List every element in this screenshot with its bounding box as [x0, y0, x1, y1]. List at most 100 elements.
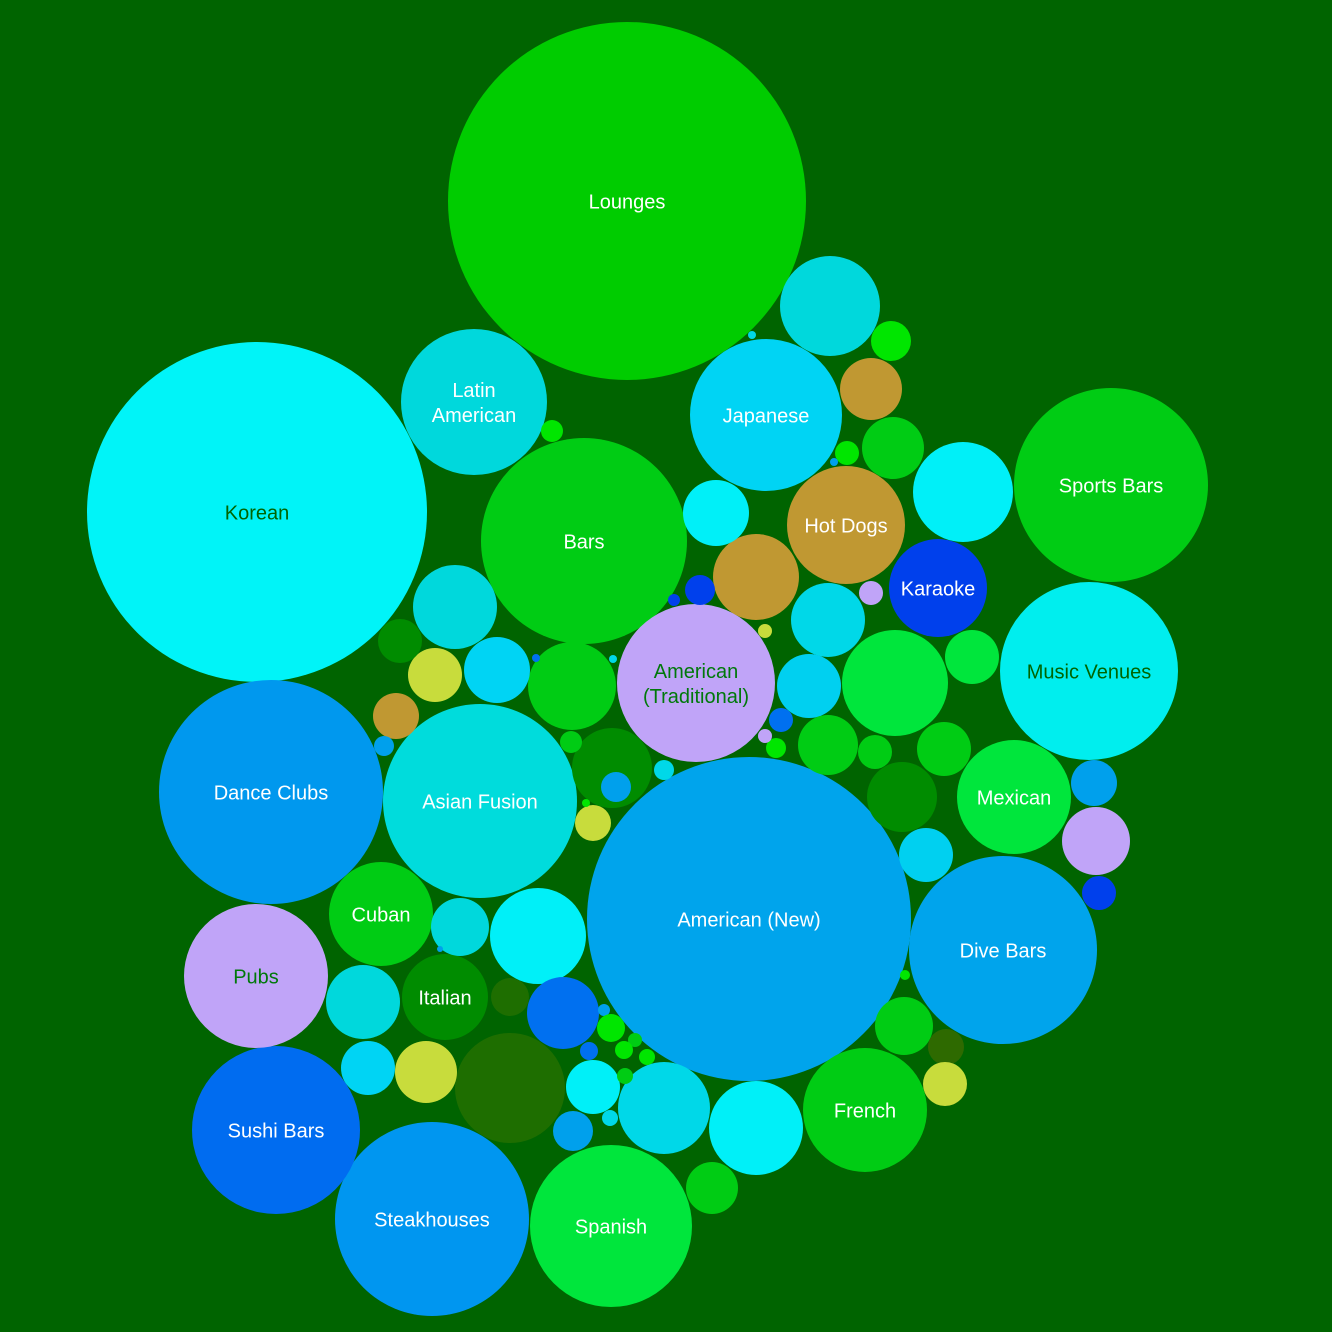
bubble-77[interactable] — [598, 1004, 610, 1016]
bubble-42[interactable] — [899, 828, 953, 882]
bubble-61[interactable] — [928, 1029, 964, 1065]
bubble-76[interactable] — [580, 1042, 598, 1060]
bubble-82[interactable] — [373, 693, 419, 739]
bubble-72[interactable] — [859, 581, 883, 605]
bubble-62[interactable] — [491, 978, 529, 1016]
bubble-spanish[interactable] — [530, 1145, 692, 1307]
bubble-57[interactable] — [858, 735, 892, 769]
bubble-83[interactable] — [374, 736, 394, 756]
bubble-79[interactable] — [654, 760, 674, 780]
bubble-karaoke[interactable] — [889, 539, 987, 637]
bubble-33[interactable] — [709, 1081, 803, 1175]
bubble-55[interactable] — [1062, 807, 1130, 875]
bubble-36[interactable] — [326, 965, 400, 1039]
bubble-69[interactable] — [541, 420, 563, 442]
bubble-pubs[interactable] — [184, 904, 328, 1048]
bubble-73[interactable] — [758, 624, 772, 638]
bubble-35[interactable] — [791, 583, 865, 657]
bubble-italian[interactable] — [402, 954, 488, 1040]
bubble-45[interactable] — [686, 1162, 738, 1214]
bubble-47[interactable] — [408, 648, 462, 702]
bubble-54[interactable] — [566, 1060, 620, 1114]
bubble-75[interactable] — [639, 1049, 655, 1065]
bubble-hot-dogs[interactable] — [787, 466, 905, 584]
bubble-29[interactable] — [618, 1062, 710, 1154]
bubble-39[interactable] — [683, 480, 749, 546]
bubble-60[interactable] — [378, 619, 422, 663]
bubble-28[interactable] — [713, 534, 799, 620]
bubble-label-bars: Bars — [563, 531, 604, 553]
bubble-music-venues[interactable] — [1000, 582, 1178, 760]
bubble-50[interactable] — [917, 722, 971, 776]
bubble-american-traditional[interactable] — [617, 604, 775, 762]
bubble-85[interactable] — [617, 1068, 633, 1084]
bubble-40[interactable] — [798, 715, 858, 775]
bubble-japanese[interactable] — [690, 339, 842, 491]
bubble-81[interactable] — [628, 1033, 642, 1047]
bubble-78[interactable] — [597, 1014, 625, 1042]
bubble-lounges[interactable] — [448, 22, 806, 380]
bubble-67[interactable] — [769, 708, 793, 732]
bubble-43[interactable] — [431, 898, 489, 956]
bubble-23[interactable] — [780, 256, 880, 356]
bubble-31[interactable] — [413, 565, 497, 649]
bubble-steakhouses[interactable] — [335, 1122, 529, 1316]
bubble-32[interactable] — [862, 417, 924, 479]
bubble-mexican[interactable] — [957, 740, 1071, 854]
bubble-label-dive-bars: Dive Bars — [960, 940, 1047, 962]
bubble-dance-clubs[interactable] — [159, 680, 383, 904]
bubble-58[interactable] — [871, 321, 911, 361]
bubble-latin-american[interactable] — [401, 329, 547, 475]
bubble-51[interactable] — [1071, 760, 1117, 806]
bubble-93[interactable] — [437, 946, 443, 952]
bubble-80[interactable] — [758, 729, 772, 743]
bubble-52[interactable] — [341, 1041, 395, 1095]
bubble-63[interactable] — [923, 1062, 967, 1106]
bubble-layer — [87, 22, 1208, 1316]
bubble-56[interactable] — [553, 1111, 593, 1151]
bubble-25[interactable] — [913, 442, 1013, 542]
bubble-84[interactable] — [615, 1041, 633, 1059]
bubble-label-japanese: Japanese — [723, 405, 810, 427]
bubble-dive-bars[interactable] — [909, 856, 1097, 1044]
bubble-44[interactable] — [527, 977, 599, 1049]
bubble-71[interactable] — [560, 731, 582, 753]
bubble-91[interactable] — [609, 655, 617, 663]
bubble-86[interactable] — [668, 594, 680, 606]
bubble-90[interactable] — [900, 970, 910, 980]
bubble-88[interactable] — [830, 458, 838, 466]
bubble-87[interactable] — [748, 331, 756, 339]
bubble-27[interactable] — [455, 1033, 565, 1143]
bubble-37[interactable] — [777, 654, 841, 718]
bubble-89[interactable] — [582, 799, 590, 807]
bubble-92[interactable] — [532, 654, 540, 662]
bubble-sports-bars[interactable] — [1014, 388, 1208, 582]
bubble-70[interactable] — [766, 738, 786, 758]
bubble-46[interactable] — [945, 630, 999, 684]
bubble-korean[interactable] — [87, 342, 427, 682]
bubble-59[interactable] — [835, 441, 859, 465]
bubble-74[interactable] — [602, 1110, 618, 1126]
bubble-american-new[interactable] — [587, 757, 911, 1081]
bubble-65[interactable] — [1082, 876, 1116, 910]
bubble-french[interactable] — [803, 1048, 927, 1172]
bubble-66[interactable] — [685, 575, 715, 605]
bubble-64[interactable] — [575, 805, 611, 841]
bubble-41[interactable] — [464, 637, 530, 703]
bubble-48[interactable] — [395, 1041, 457, 1103]
bubble-cuban[interactable] — [329, 862, 433, 966]
bubble-38[interactable] — [867, 762, 937, 832]
bubble-bars[interactable] — [481, 438, 687, 644]
bubble-asian-fusion[interactable] — [383, 704, 577, 898]
bubble-label-asian-fusion: Asian Fusion — [422, 791, 538, 813]
bubble-34[interactable] — [572, 728, 652, 808]
bubble-30[interactable] — [528, 642, 616, 730]
bubble-68[interactable] — [601, 772, 631, 802]
bubble-26[interactable] — [490, 888, 586, 984]
bubble-sushi-bars[interactable] — [192, 1046, 360, 1214]
bubble-label-sushi-bars: Sushi Bars — [228, 1120, 325, 1142]
bubble-53[interactable] — [875, 997, 933, 1055]
bubble-24[interactable] — [842, 630, 948, 736]
bubble-49[interactable] — [840, 358, 902, 420]
